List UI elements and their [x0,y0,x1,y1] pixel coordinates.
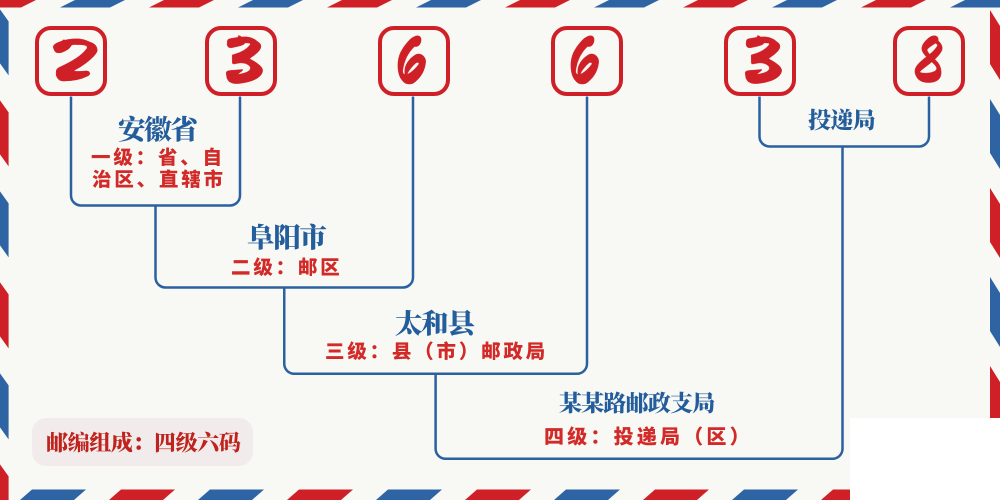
level-1-desc-line-1 [91,147,222,167]
digit-box-2 [205,26,277,96]
level-1-name [118,115,198,143]
digit-box-4 [551,26,623,96]
level-2-name [247,223,327,251]
digit-box-5 [723,26,796,96]
level-4-name [559,391,715,414]
level-1-desc-line-2 [92,168,223,189]
level-3-desc [325,341,545,361]
level-4-desc [544,426,750,446]
composition-badge [32,418,253,466]
white-patch [850,418,1000,500]
delivery-office-label [808,108,876,131]
digit-box-1 [35,26,107,96]
digit-box-6 [893,26,965,96]
digit-box-3 [378,26,450,96]
composition-badge-text [46,431,241,453]
level-2-desc [231,257,340,277]
level-3-name [395,309,475,337]
